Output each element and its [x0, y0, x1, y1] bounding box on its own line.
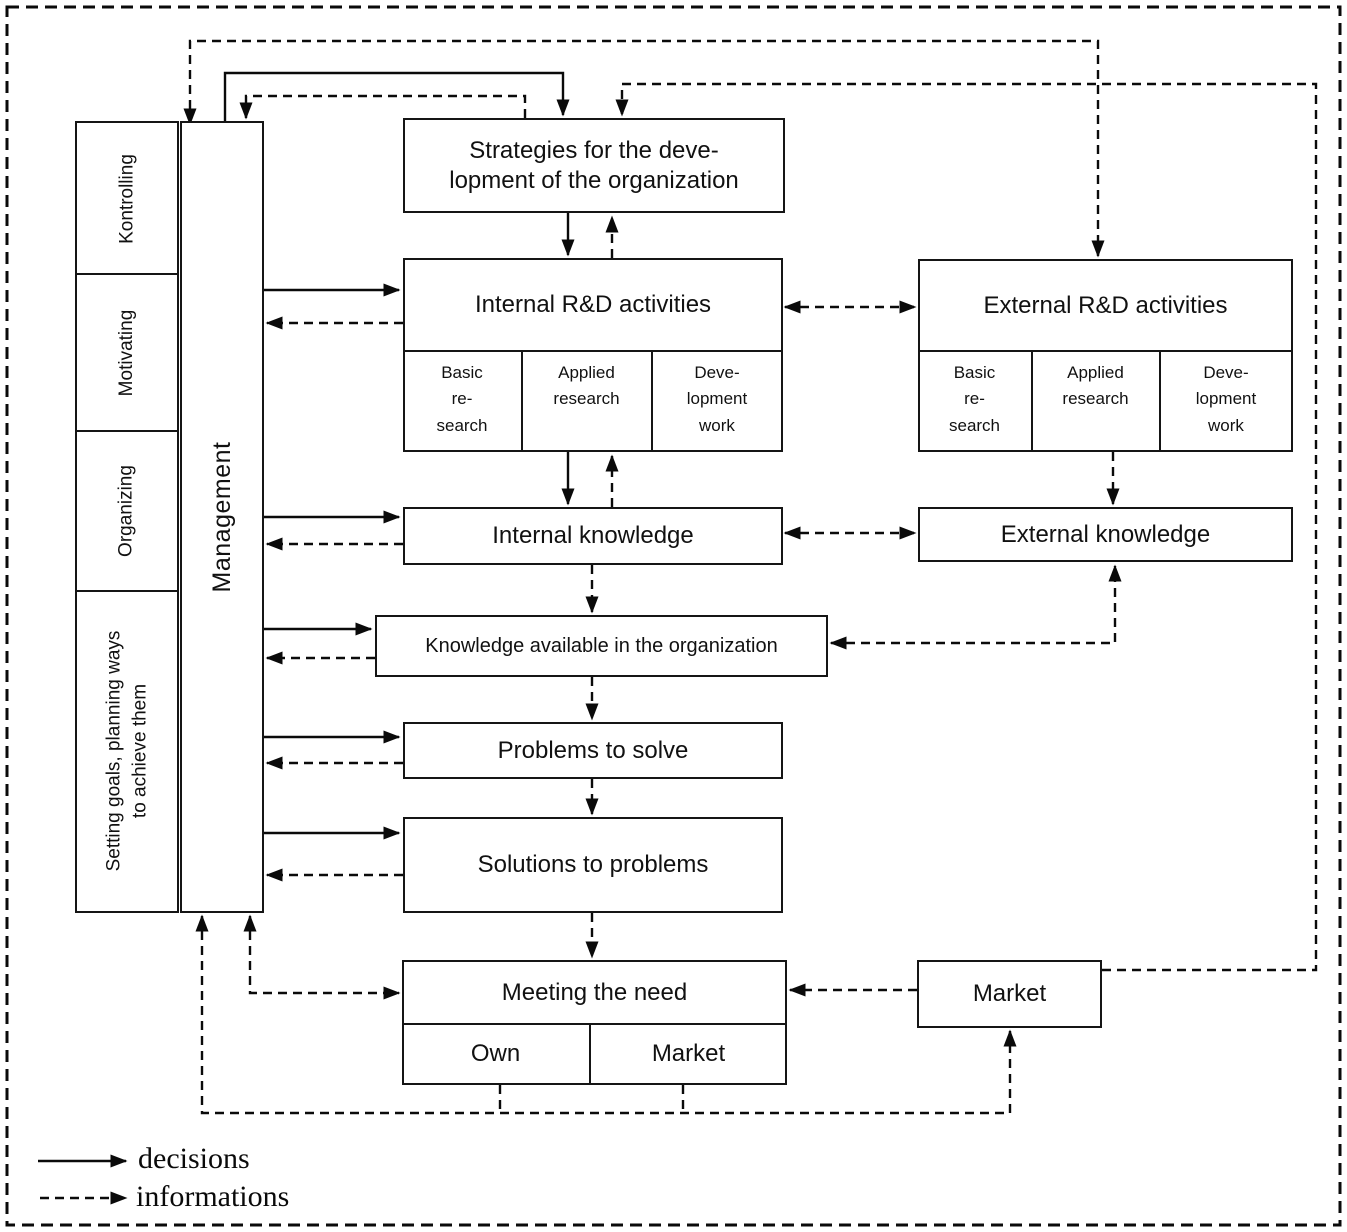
info-market-to-strategies [615, 82, 1318, 972]
info-management-external-rd-bidirectional [183, 39, 1105, 258]
label-external-basic-research: Basic re- search [948, 363, 1001, 435]
divider-external-sub1 [1030, 351, 1034, 451]
label-internal-applied-research: Applied research [553, 363, 620, 409]
label-setting-goals: Setting goals, planning ways to achieve … [103, 630, 151, 872]
label-motivating: Motivating [116, 309, 137, 397]
label-management: Management [207, 441, 236, 593]
box-motivating [75, 273, 179, 433]
box-internal-rd: Internal R&D activities [403, 258, 783, 352]
box-external-rd: External R&D activities [918, 259, 1293, 352]
divider-external-sub2 [1158, 351, 1162, 451]
label-external-development-work: Deve- lopment work [1195, 363, 1257, 435]
box-external-knowledge: External knowledge [918, 507, 1293, 562]
band-internal-rd-subactivities [403, 349, 783, 452]
box-setting-goals [75, 590, 179, 913]
label-internal-basic-research: Basic re- search [436, 363, 488, 435]
box-organizing [75, 430, 179, 593]
info-own-to-management-and-market [195, 914, 1017, 1115]
label-meeting-market: Market [651, 1039, 726, 1067]
legend-informations-label: informations [136, 1180, 290, 1213]
divider-internal-sub1 [520, 351, 524, 451]
divider-own-market [588, 1024, 592, 1083]
box-market: Market [917, 960, 1102, 1028]
divider-internal-sub2 [650, 351, 654, 451]
outer-dashed-border [5, 5, 1342, 1227]
label-external-applied-research: Applied research [1062, 363, 1129, 409]
decision-management-to-strategies [223, 71, 570, 121]
label-own: Own [470, 1039, 521, 1067]
box-knowledge-available: Knowledge available in the organization [375, 615, 828, 677]
band-external-rd-subactivities [918, 349, 1293, 452]
info-management-meeting-need-bidirectional [243, 914, 401, 1000]
box-problems-to-solve: Problems to solve [403, 722, 783, 779]
label-kontrolling: Kontrolling [116, 154, 138, 244]
label-internal-development-work: Deve- lopment work [686, 363, 748, 435]
label-organizing: Organizing [115, 465, 137, 557]
box-meeting-the-need: Meeting the need [402, 960, 787, 1025]
box-kontrolling [75, 121, 179, 276]
info-knowledge-available-external-knowledge-bidirectional [829, 564, 1122, 650]
box-strategies: Strategies for the deve- lopment of the … [403, 118, 785, 213]
box-internal-knowledge: Internal knowledge [403, 507, 783, 565]
legend-decisions-label: decisions [138, 1142, 250, 1175]
info-strategies-to-management [239, 94, 527, 120]
box-solutions-to-problems: Solutions to problems [403, 817, 783, 913]
